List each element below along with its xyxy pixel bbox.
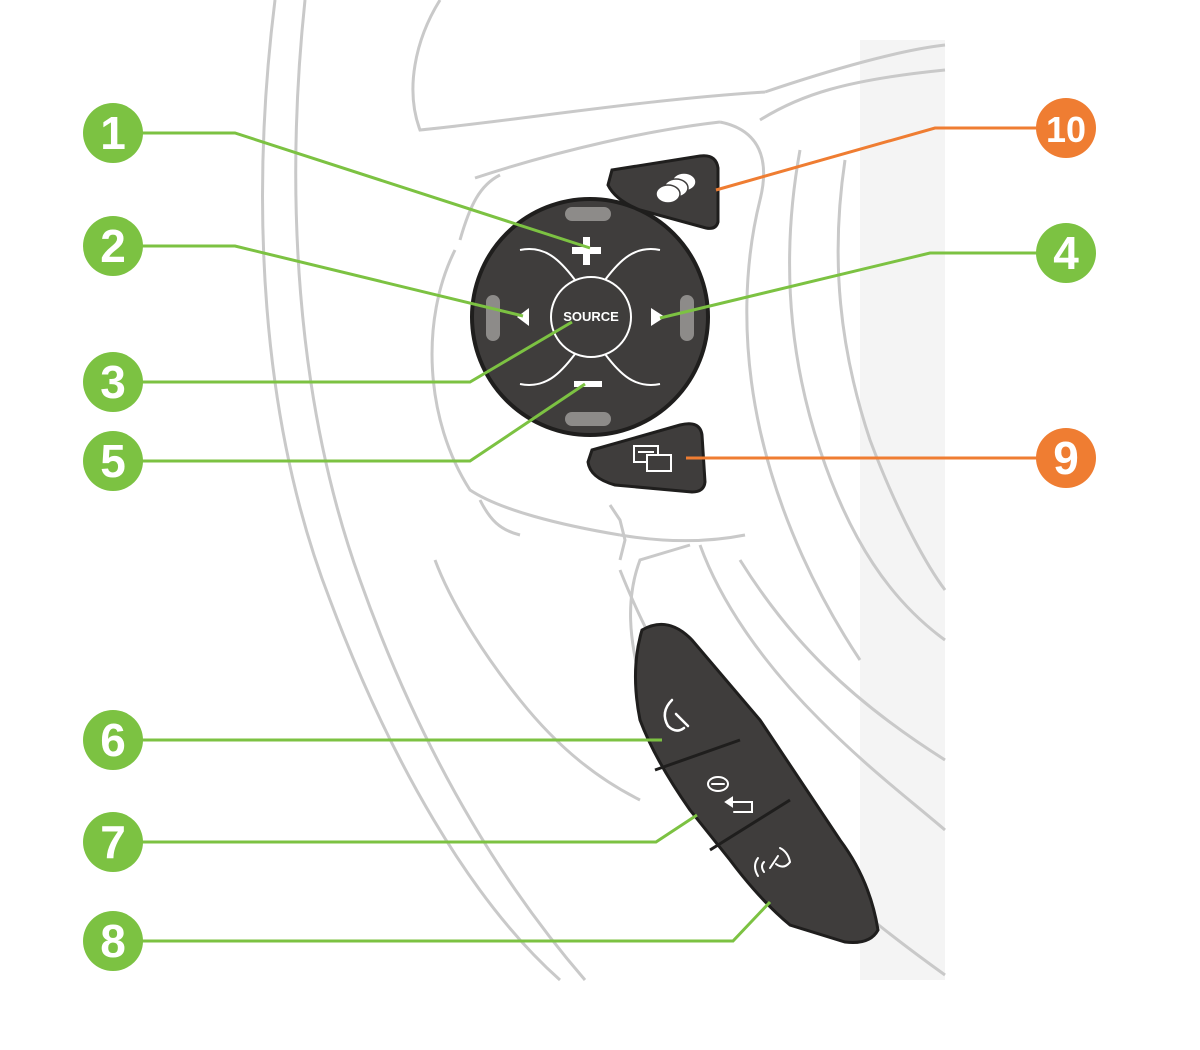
phone-button-panel [634,622,880,944]
callout-number-1: 1 [100,107,126,159]
callout-badge-6: 6 [83,710,143,770]
screen-icon [633,445,672,472]
callout-line-8 [113,900,772,943]
dpad-bottom-grip [565,412,611,426]
minus-icon [574,381,602,387]
dpad-left-grip [486,295,500,341]
hang-up-back-button[interactable] [707,776,753,813]
callout-line-10 [715,126,1066,192]
volume-down-button[interactable] [574,381,602,387]
dpad: SOURCE [470,197,710,437]
layers-icon [655,172,697,204]
next-button[interactable] [651,308,665,326]
callout-lines [113,126,1066,943]
call-answer-button[interactable] [663,698,690,732]
callout-badge-9: 9 [1036,428,1096,488]
callout-badge-8: 8 [83,911,143,971]
steering-wheel-outline [261,0,947,982]
callout-number-2: 2 [100,220,126,272]
source-button[interactable]: SOURCE [550,276,632,358]
hang-up-back-icon [707,776,753,813]
callout-number-3: 3 [100,356,126,408]
callout-badge-4: 4 [1036,223,1096,283]
source-label: SOURCE [563,309,619,324]
callout-badge-10: 10 [1036,98,1096,158]
left-arrow-icon [517,308,529,326]
callout-badge-7: 7 [83,812,143,872]
right-arrow-icon [651,308,665,326]
callout-number-7: 7 [100,816,126,868]
callout-badge-5: 5 [83,431,143,491]
voice-icon [754,847,792,877]
screen-button[interactable] [586,422,707,494]
phone-icon [663,698,690,732]
callout-line-4 [659,251,1066,320]
previous-button[interactable] [517,308,529,326]
callout-line-1 [113,131,591,250]
callout-number-6: 6 [100,714,126,766]
callout-line-7 [113,813,698,844]
plus-icon [572,237,601,265]
callout-number-5: 5 [100,435,126,487]
callout-number-10: 10 [1046,109,1086,150]
display-button[interactable] [606,154,720,230]
callout-badge-2: 2 [83,216,143,276]
dpad-top-grip [565,207,611,221]
callout-line-5 [113,382,586,463]
callout-number-8: 8 [100,915,126,967]
callout-badge-3: 3 [83,352,143,412]
volume-up-button[interactable] [572,237,601,265]
callout-badge-1: 1 [83,103,143,163]
dpad-right-grip [680,295,694,341]
callout-number-9: 9 [1053,432,1079,484]
callout-line-2 [113,244,524,318]
callout-number-4: 4 [1053,227,1079,279]
callout-line-3 [113,320,573,384]
voice-button[interactable] [754,847,792,877]
